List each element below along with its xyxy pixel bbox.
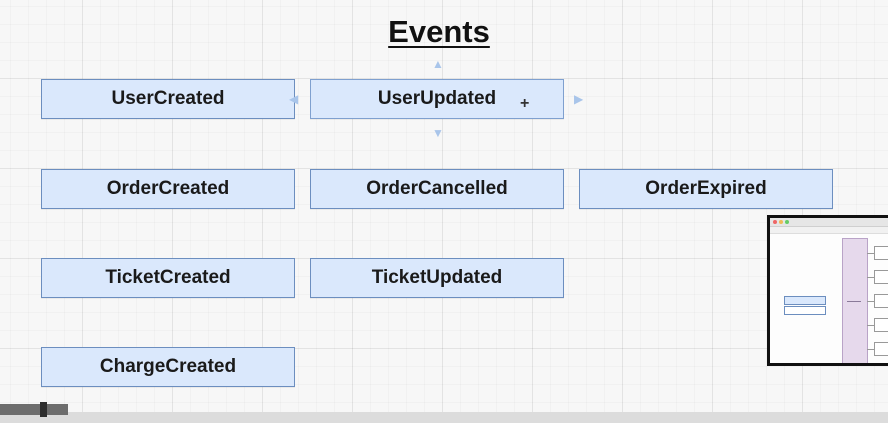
event-box-charge-created[interactable]: ChargeCreated [41,347,295,387]
pip-rect [874,342,888,356]
event-label: OrderExpired [645,178,767,199]
event-box-ticket-updated[interactable]: TicketUpdated [310,258,564,298]
event-label: OrderCreated [106,178,230,199]
event-label: TicketCreated [105,267,231,288]
event-label: TicketUpdated [371,267,503,288]
pip-browser-toolbar [770,218,888,227]
pip-column [842,238,868,363]
event-box-order-cancelled[interactable]: OrderCancelled [310,169,564,209]
arrow-right-icon[interactable]: ▶ [574,92,584,106]
video-progress-track[interactable] [0,412,888,423]
arrow-left-icon[interactable]: ◀ [289,92,299,106]
event-box-order-expired[interactable]: OrderExpired [579,169,833,209]
video-progress-fill [0,404,68,415]
event-label: UserUpdated [377,88,497,109]
event-box-ticket-created[interactable]: TicketCreated [41,258,295,298]
event-label: UserCreated [111,88,225,109]
pip-rect [874,294,888,308]
pip-rect [874,270,888,284]
crosshair-cursor-icon: + [520,95,530,112]
event-box-user-created[interactable]: UserCreated [41,79,295,119]
pip-rect [874,246,888,260]
event-box-order-created[interactable]: OrderCreated [41,169,295,209]
event-label: OrderCancelled [366,178,508,199]
arrow-up-icon[interactable]: ▲ [432,57,444,71]
arrow-down-icon[interactable]: ▼ [432,126,444,140]
diagram-title: Events [388,14,490,49]
event-label: ChargeCreated [99,356,237,377]
pip-rect [874,318,888,332]
picture-in-picture-preview[interactable] [767,215,888,366]
video-progress-knob[interactable] [40,402,47,417]
pip-tab-strip [770,227,888,234]
pip-node [784,306,826,315]
pip-node [784,296,826,305]
event-box-user-updated[interactable]: UserUpdated [310,79,564,119]
